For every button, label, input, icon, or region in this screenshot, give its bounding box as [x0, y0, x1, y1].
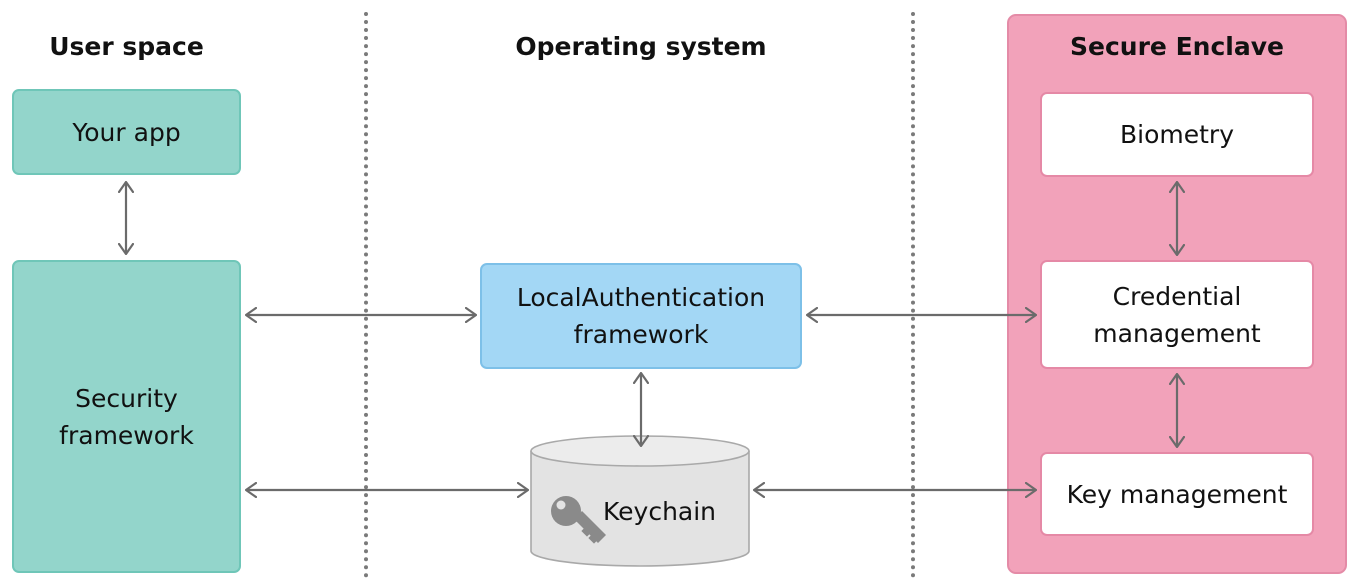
keychain-cylinder [530, 435, 750, 567]
security-framework-label-line1: Security [75, 383, 178, 413]
credential-management-box: Credential management [1040, 260, 1314, 369]
your-app-box: Your app [12, 89, 241, 175]
local-authentication-label-line1: LocalAuthentication [516, 283, 766, 312]
your-app-label: Your app [72, 117, 181, 147]
security-framework-box: Security framework [12, 260, 241, 573]
key-management-label: Key management [1066, 479, 1288, 509]
keychain-label: Keychain [603, 497, 717, 526]
local-authentication-label-line2: framework [573, 320, 709, 349]
local-authentication-box: LocalAuthentication framework [480, 263, 802, 369]
biometry-box: Biometry [1040, 92, 1314, 177]
security-framework-label-line2: framework [59, 420, 194, 450]
header-operating-system: Operating system [515, 32, 767, 61]
divider-os-enclave [911, 12, 915, 578]
biometry-label: Biometry [1119, 120, 1234, 149]
header-user-space: User space [49, 32, 204, 61]
divider-user-os [364, 12, 368, 578]
header-secure-enclave: Secure Enclave [1070, 32, 1284, 61]
credential-management-label-line2: management [1093, 318, 1261, 348]
key-management-box: Key management [1040, 452, 1314, 536]
key-icon [551, 496, 606, 544]
credential-management-label-line1: Credential [1112, 281, 1242, 311]
